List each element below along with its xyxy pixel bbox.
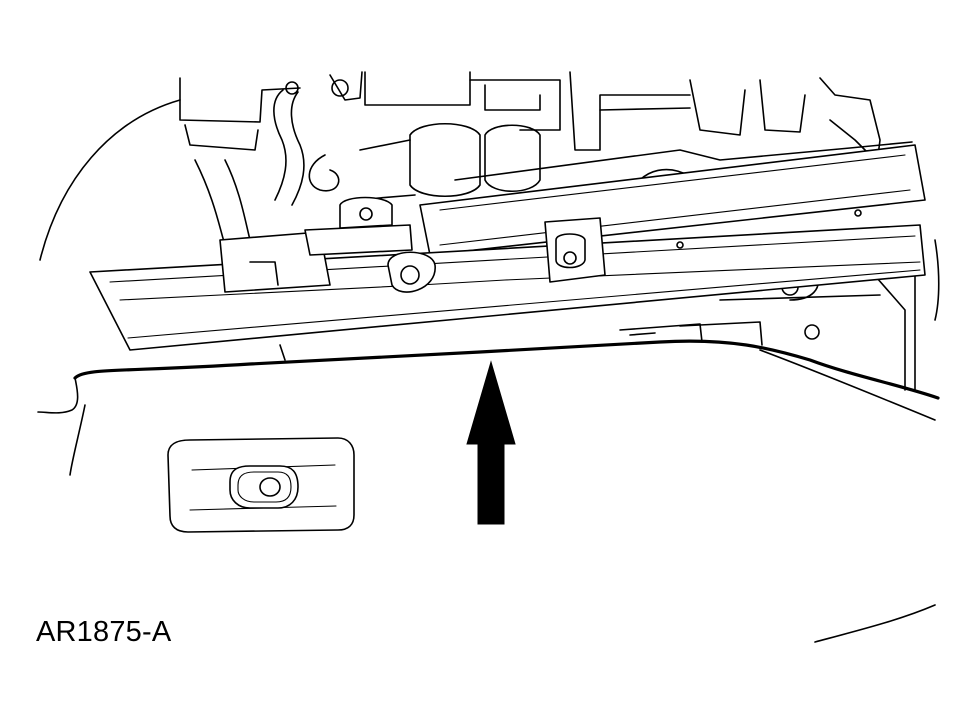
- lower-right-contour: [814, 604, 936, 643]
- track-bracket: [219, 196, 606, 293]
- direction-arrow-icon: [466, 360, 516, 525]
- figure-id-label: AR1875-A: [36, 616, 172, 648]
- trim-panel: [167, 437, 355, 533]
- seat-cushion-edge: [37, 321, 940, 476]
